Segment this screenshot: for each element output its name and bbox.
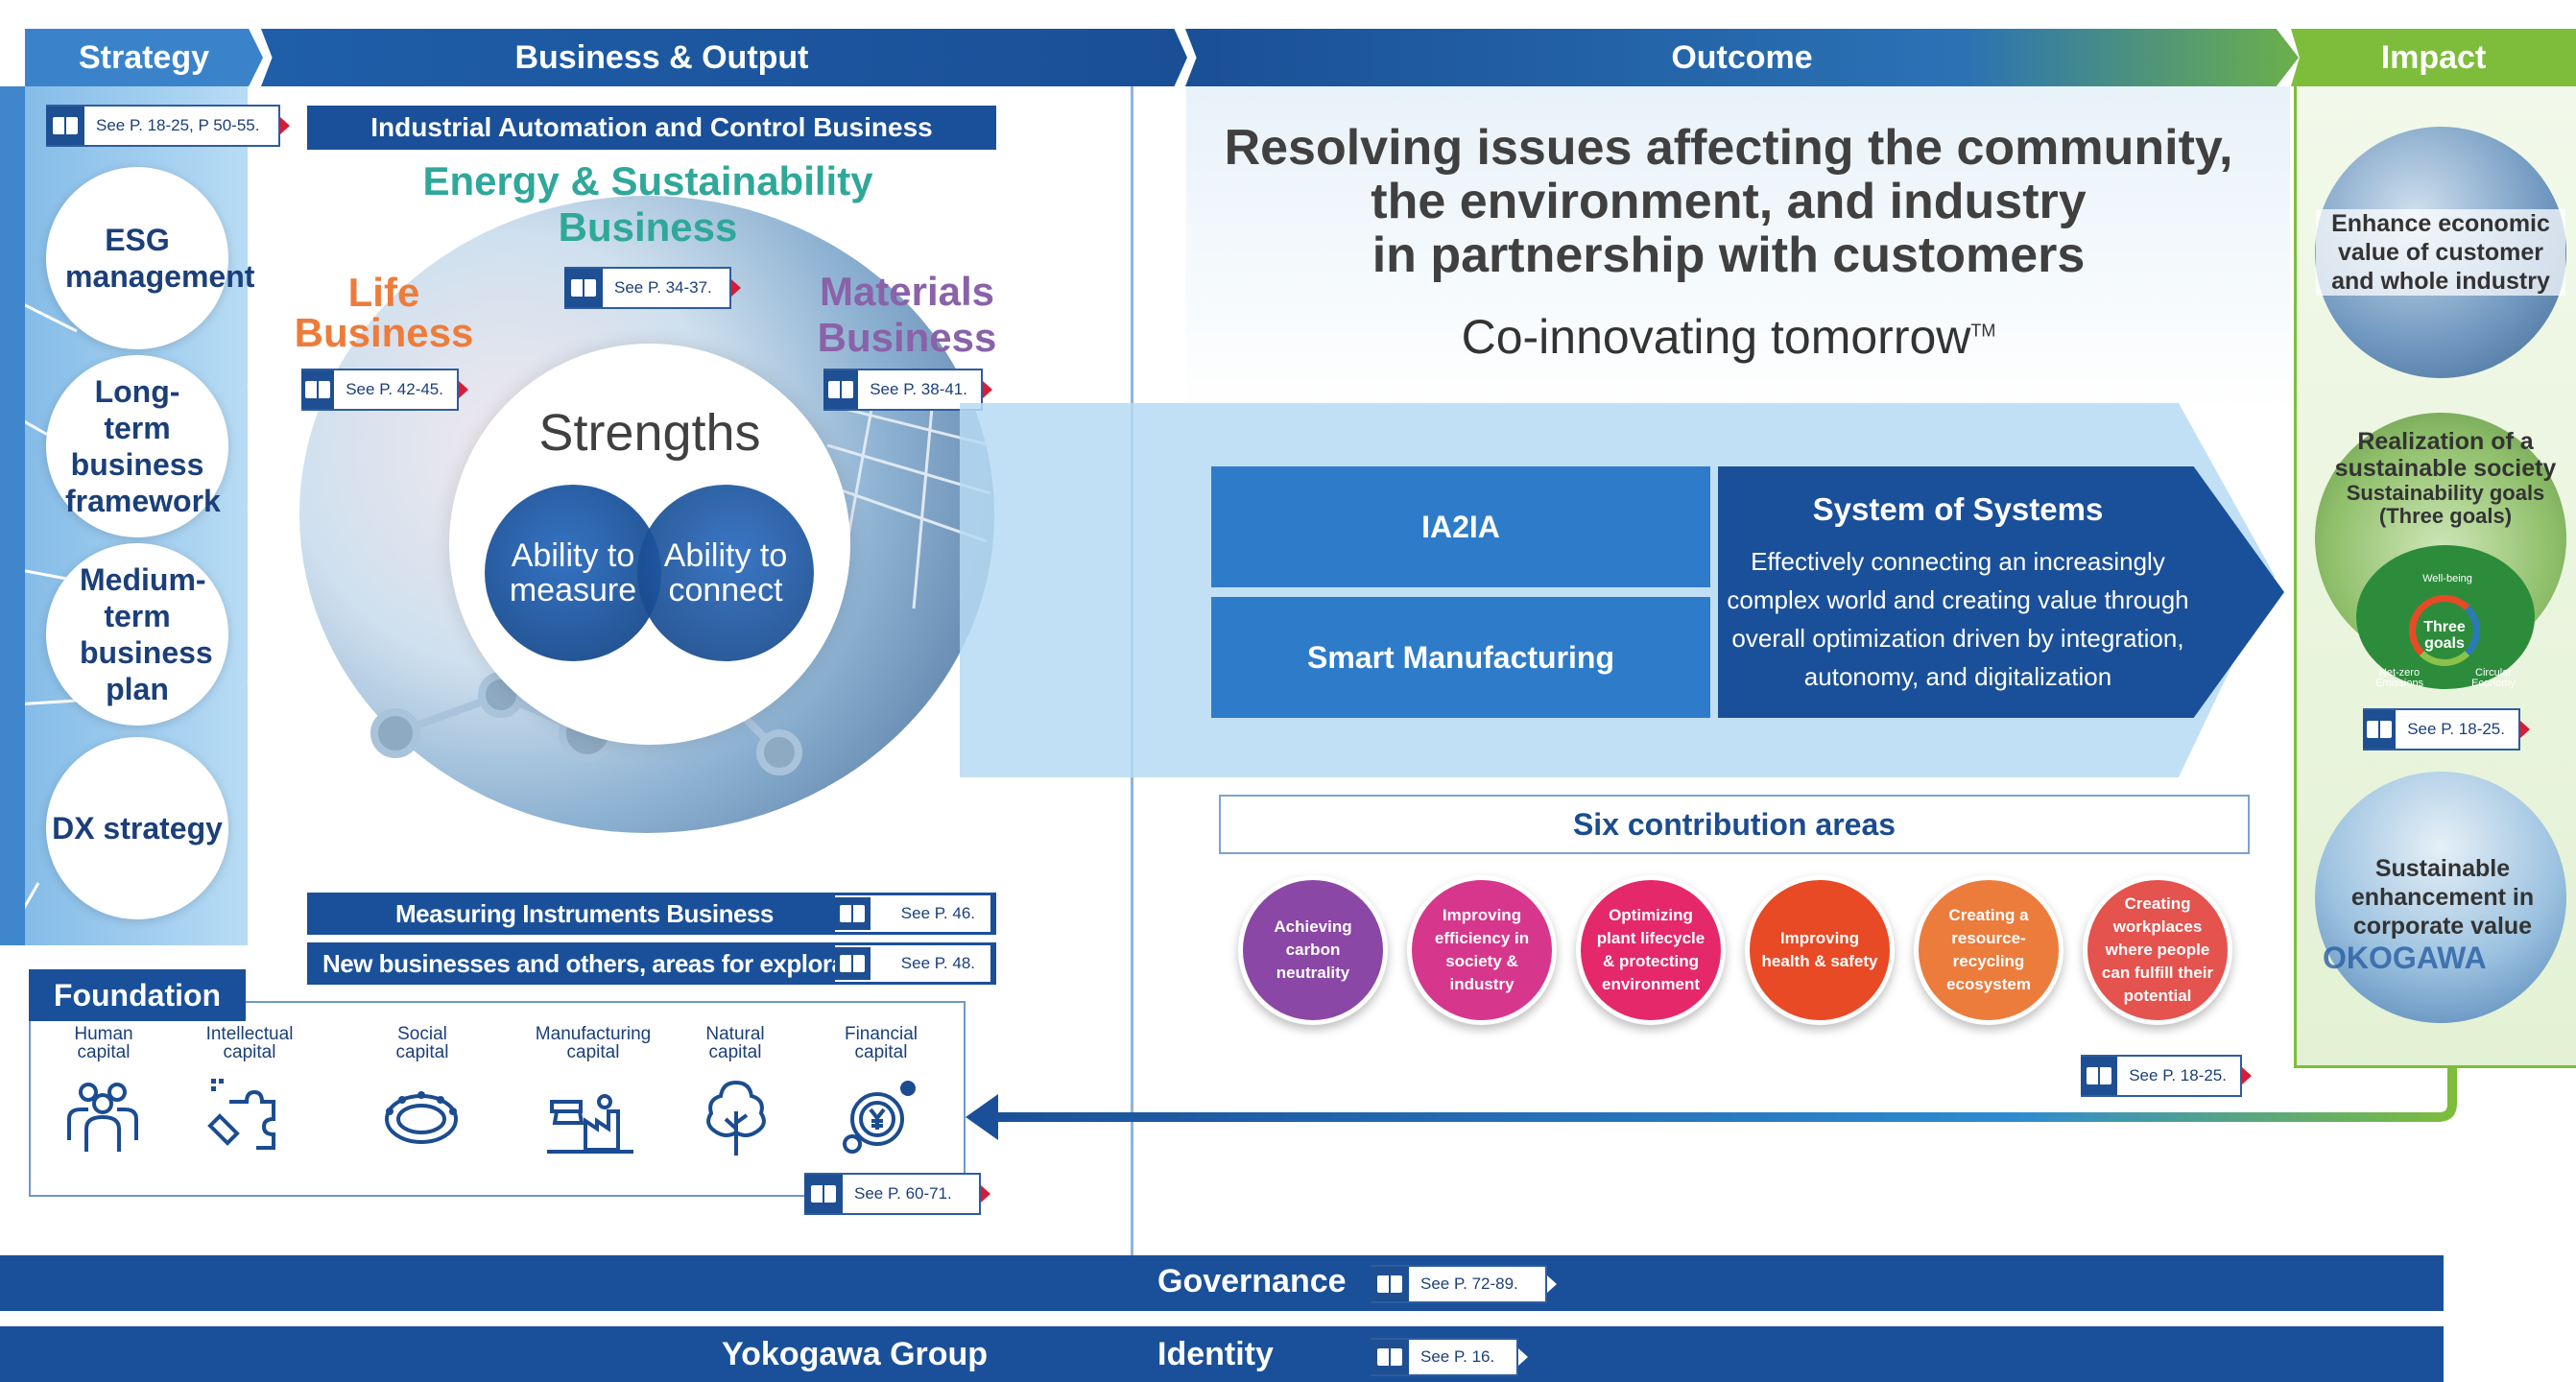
outcome-see-ref[interactable]: See P. 18-25. — [2081, 1055, 2252, 1097]
yokogawa-logo: OKOGAWA — [2323, 941, 2487, 975]
ability-measure-circle: Ability to measure — [485, 485, 661, 661]
life-business-title: Life Business — [294, 270, 474, 355]
contribution-area: Improving efficiency in society & indust… — [1407, 875, 1557, 1025]
foundation-box — [29, 1001, 966, 1197]
wellbeing-label: Well-being — [2422, 573, 2472, 584]
three-goals-ring — [2409, 595, 2480, 666]
ability-connect-circle: Ability to connect — [637, 485, 814, 661]
impact-item-economic: Enhance economic value of customer and w… — [2315, 127, 2566, 378]
contribution-area: Creating a resource-recycling ecosystem — [1914, 875, 2063, 1025]
energy-see-ref[interactable]: See P. 34-37. — [564, 267, 741, 309]
materials-business-title: Materials Business — [817, 269, 997, 360]
business-output-header-label: Business & Output — [514, 38, 809, 76]
outcome-bg — [1186, 86, 2290, 413]
book-icon — [2081, 1057, 2118, 1095]
outcome-header: Outcome — [1185, 29, 2299, 86]
book-icon — [301, 370, 335, 409]
tree-icon — [706, 1080, 766, 1156]
system-of-systems-desc: Effectively connecting an increasingly c… — [1727, 547, 2189, 691]
impact-header: Impact — [2291, 29, 2576, 86]
book-icon — [835, 897, 871, 930]
identity-bar — [0, 1326, 2444, 1382]
strategy-item-long-term: Long-term business framework — [46, 355, 228, 537]
book-icon — [1371, 1267, 1409, 1301]
circle-people-icon — [385, 1091, 458, 1144]
strategy-left-accent — [0, 86, 25, 945]
puzzle-icon — [207, 1079, 275, 1150]
book-icon — [564, 269, 603, 307]
foundation-see-ref[interactable]: See P. 60-71. — [804, 1173, 990, 1215]
contribution-area: Improving health & safety — [1745, 875, 1895, 1025]
impact-header-label: Impact — [2380, 38, 2487, 76]
ia2ia-box: IA2IA — [1211, 466, 1710, 587]
outcome-header-label: Outcome — [1671, 38, 1813, 76]
foundation-title: Foundation — [29, 969, 246, 1021]
measuring-see-ref[interactable]: See P. 46. — [835, 895, 990, 932]
tagline: Co-innovating tomorrowTM — [1461, 310, 1996, 364]
strategy-see-ref[interactable]: See P. 18-25, P 50-55. — [46, 105, 290, 147]
impact-see-ref[interactable]: See P. 18-25. — [2363, 708, 2530, 751]
three-goals-label: Three goals — [2423, 619, 2466, 652]
governance-see-ref[interactable]: See P. 72-89. — [1371, 1265, 1557, 1303]
ia-business-title: Industrial Automation and Control Busine… — [307, 106, 996, 150]
governance-label: Governance — [1157, 1263, 1347, 1299]
book-icon — [46, 107, 84, 145]
book-icon — [823, 370, 859, 409]
book-icon — [835, 947, 871, 980]
new-business-see-ref[interactable]: See P. 48. — [835, 945, 990, 982]
contribution-area: Optimizing plant lifecycle & protecting … — [1576, 875, 1726, 1025]
strengths-title: Strengths — [538, 404, 761, 462]
book-icon — [804, 1175, 843, 1213]
book-icon — [2363, 710, 2397, 749]
outcome-headline: Resolving issues affecting the community… — [1224, 120, 2233, 283]
strategy-header-label: Strategy — [78, 38, 210, 76]
book-icon — [1371, 1340, 1409, 1374]
strategy-item-medium-term: Medium-term business plan — [46, 543, 228, 726]
strategy-header: Strategy — [25, 29, 263, 86]
governance-bar — [0, 1255, 2444, 1311]
contribution-area: Creating workplaces where people can ful… — [2083, 875, 2232, 1025]
feedback-arrow — [966, 1056, 2457, 1140]
strategy-item-dx: DX strategy — [46, 737, 228, 919]
factory-icon — [547, 1094, 633, 1154]
business-output-header: Business & Output — [261, 29, 1187, 86]
life-see-ref[interactable]: See P. 42-45. — [301, 369, 468, 411]
yokogawa-group-label: Yokogawa Group — [722, 1336, 989, 1372]
corporate-value-text: Sustainable enhancement in corporate val… — [2350, 855, 2535, 940]
six-areas-title: Six contribution areas — [1219, 795, 2250, 854]
smart-manufacturing-box: Smart Manufacturing — [1211, 597, 1710, 718]
impact-item-corporate-value — [2315, 772, 2566, 1023]
contribution-area: Achieving carbon neutrality — [1238, 875, 1388, 1025]
strategy-item-esg: ESG management — [46, 167, 254, 349]
netzero-label: Net-zero Emissions — [2374, 667, 2424, 689]
materials-see-ref[interactable]: See P. 38-41. — [823, 369, 992, 411]
impact-sustainable-society-text: Realization of a sustainable society Sus… — [2334, 428, 2557, 528]
system-of-systems-box — [1718, 466, 2284, 718]
yen-gear-icon — [843, 1081, 916, 1154]
identity-see-ref[interactable]: See P. 16. — [1371, 1338, 1528, 1376]
circular-label: Circular Economy — [2471, 667, 2516, 689]
system-of-systems-title: System of Systems — [1812, 491, 2104, 527]
people-icon — [67, 1083, 138, 1152]
identity-label: Identity — [1157, 1336, 1274, 1372]
energy-business-title: Energy & Sustainability Business — [422, 158, 873, 250]
